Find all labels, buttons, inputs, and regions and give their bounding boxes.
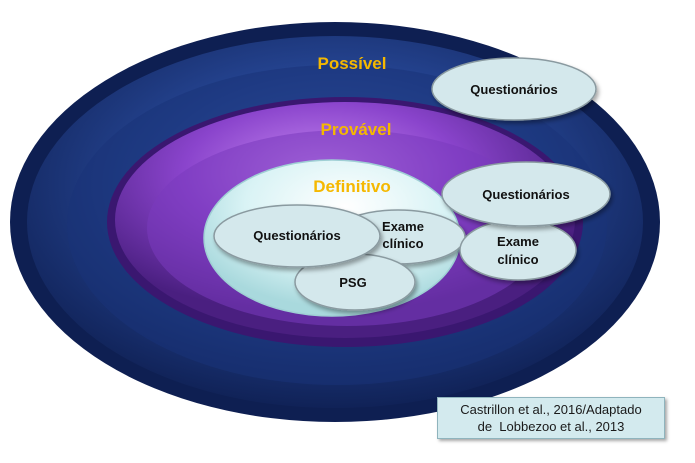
provavel-exame-node xyxy=(459,219,577,281)
definitivo-exame-line2: clínico xyxy=(382,236,423,251)
possivel-questionarios-node xyxy=(431,57,597,121)
provavel-questionarios-label: Questionários xyxy=(482,187,569,202)
possivel-questionarios-label: Questionários xyxy=(470,82,557,97)
citation-box: Castrillon et al., 2016/Adaptado de Lobb… xyxy=(437,397,665,439)
citation-line2: de Lobbezoo et al., 2013 xyxy=(477,419,625,434)
provavel-exame-line1: Exame xyxy=(497,234,539,249)
level-provavel-label: Provável xyxy=(321,120,392,139)
definitivo-psg-label: PSG xyxy=(339,275,366,290)
provavel-questionarios-node xyxy=(441,161,611,227)
definitivo-questionarios-node xyxy=(213,204,381,268)
level-definitivo-label: Definitivo xyxy=(313,177,390,196)
level-possivel-label: Possível xyxy=(318,54,387,73)
provavel-exame-line2: clínico xyxy=(497,252,538,267)
citation-line1: Castrillon et al., 2016/Adaptado xyxy=(460,402,642,417)
definitivo-questionarios-label: Questionários xyxy=(253,228,340,243)
definitivo-exame-line1: Exame xyxy=(382,219,424,234)
